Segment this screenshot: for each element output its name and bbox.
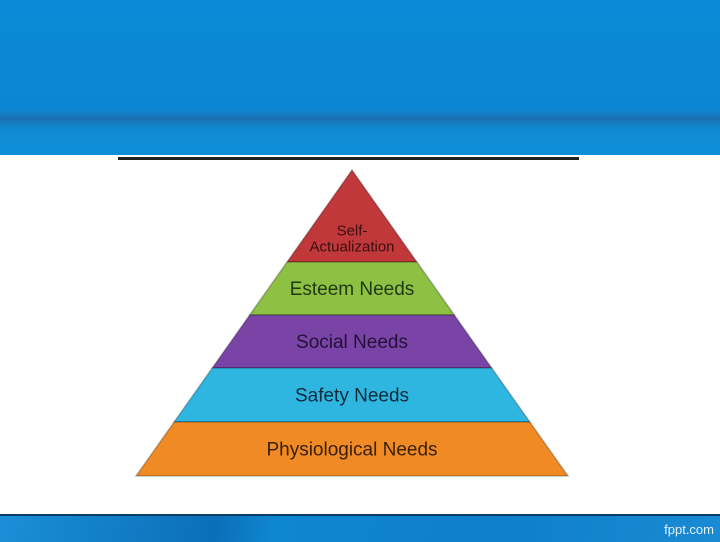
pyramid-level-label: Social Needs: [296, 332, 408, 353]
header-streak: [0, 112, 720, 126]
pyramid-level-label: Actualization: [309, 238, 394, 255]
pyramid-level-1: Self-Actualization: [285, 168, 419, 263]
pyramid-level-2: Esteem Needs: [248, 261, 456, 316]
pyramid-level-3: Social Needs: [210, 314, 494, 369]
slide-header-banner: [0, 0, 720, 155]
pyramid-level-label: Physiological Needs: [266, 440, 437, 461]
pyramid-level-5: Physiological Needs: [134, 421, 570, 477]
pyramid-level-label: Self-: [337, 222, 368, 239]
title-divider: [118, 157, 579, 160]
pyramid-level-label: Safety Needs: [295, 386, 409, 407]
pyramid-level-4: Safety Needs: [172, 367, 532, 423]
slide-footer-banner: fppt.com: [0, 514, 720, 542]
pyramid-level-shape: [134, 421, 570, 477]
footer-brand: fppt.com: [664, 522, 714, 537]
pyramid-level-label: Esteem Needs: [290, 279, 415, 300]
